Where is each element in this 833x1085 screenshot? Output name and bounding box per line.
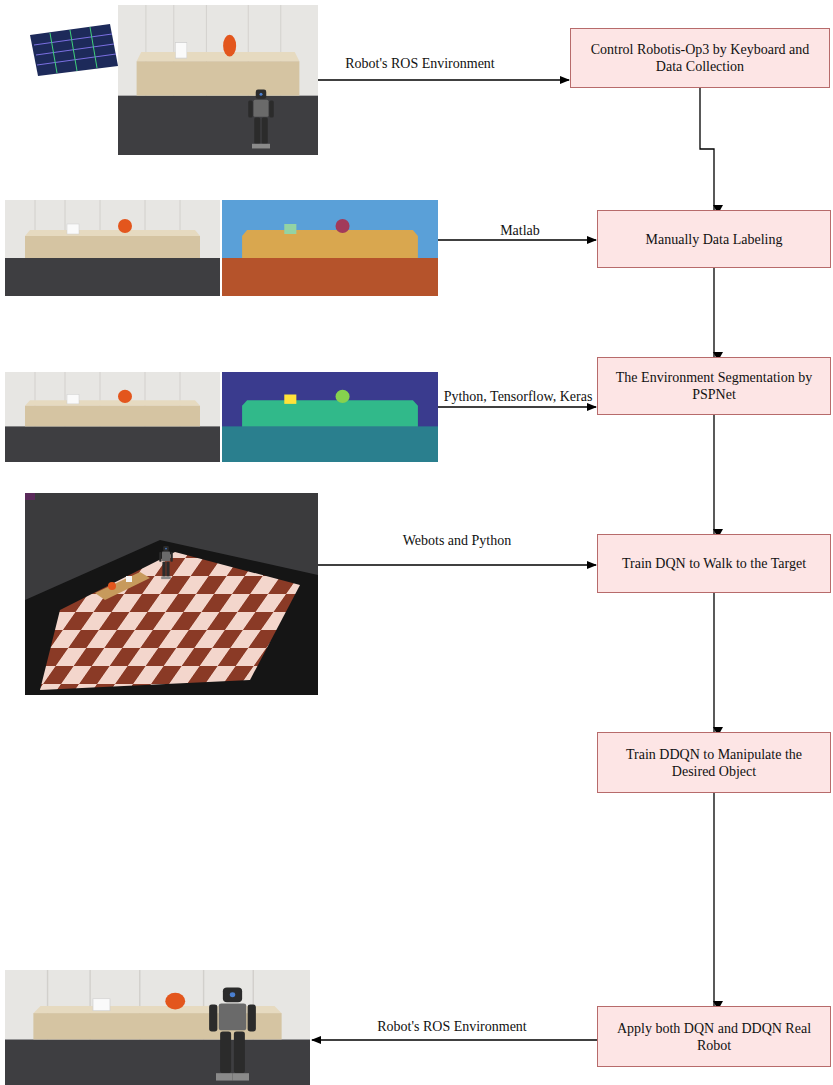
tool-label: Robot's ROS Environment [377, 1018, 527, 1035]
process-box: Train DQN to Walk to the Target [597, 534, 831, 593]
flow-arrow [713, 793, 714, 1006]
flow-arrow [713, 593, 714, 732]
tool-label: Webots and Python [403, 532, 512, 549]
process-box: Apply both DQN and DDQN Real Robot [597, 1006, 831, 1067]
tool-label: Python, Tensorflow, Keras [444, 388, 593, 405]
box-text: Train DQN to Walk to the Target [622, 555, 806, 572]
flow-arrow [713, 415, 714, 534]
box-text: The Environment Segmentation by PSPNet [608, 369, 820, 403]
box-text: Apply both DQN and DDQN Real Robot [608, 1020, 820, 1054]
process-box: Control Robotis-Op3 by Keyboard and Data… [570, 28, 830, 88]
flow-arrow [700, 88, 714, 210]
process-box: The Environment Segmentation by PSPNet [597, 357, 831, 415]
flow-arrow [713, 268, 714, 357]
process-box: Manually Data Labeling [597, 210, 831, 268]
box-text: Manually Data Labeling [646, 231, 783, 248]
tool-label: Robot's ROS Environment [345, 55, 495, 72]
box-text: Train DDQN to Manipulate the Desired Obj… [608, 746, 820, 780]
process-box: Train DDQN to Manipulate the Desired Obj… [597, 732, 831, 793]
box-text: Control Robotis-Op3 by Keyboard and Data… [581, 41, 819, 75]
tool-label: Matlab [500, 222, 540, 239]
